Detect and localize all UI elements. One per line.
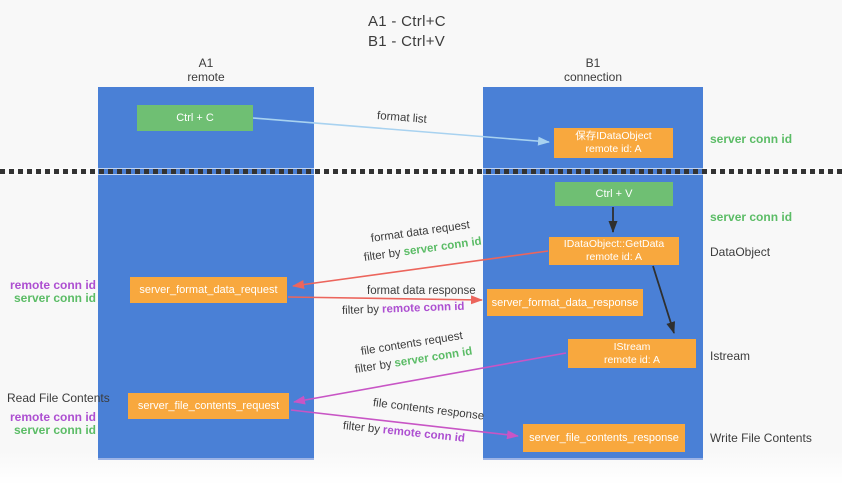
- filter-by-text: filter by: [363, 246, 402, 264]
- node-idataobject-getdata: IDataObject::GetData remote id: A: [549, 237, 679, 265]
- filter-by-text: filter by: [354, 358, 393, 376]
- node-ctrl-v: Ctrl + V: [555, 182, 673, 206]
- node-getdata-title: IDataObject::GetData: [563, 238, 665, 250]
- node-istream: IStream remote id: A: [568, 339, 696, 368]
- node-server-file-contents-request: server_file_contents_request: [128, 393, 289, 419]
- node-save-idataobject-title: 保存IDataObject: [575, 130, 652, 142]
- remote-conn-id-text: remote conn id: [381, 300, 465, 316]
- node-server-file-contents-response-label: server_file_contents_response: [529, 432, 679, 444]
- label-file-contents-response: file contents response: [372, 397, 485, 423]
- node-server-format-data-response: server_format_data_response: [487, 289, 643, 316]
- node-getdata-subtitle: remote id: A: [585, 251, 643, 263]
- node-server-format-data-request-label: server_format_data_request: [139, 284, 278, 296]
- label-format-data-response: format data response: [367, 285, 476, 297]
- node-save-idataobject-subtitle: remote id: A: [585, 143, 642, 155]
- title-line-a1: A1 - Ctrl+C: [368, 13, 446, 30]
- label-format-list: format list: [376, 110, 428, 126]
- server-conn-id-text: server conn id: [402, 235, 483, 259]
- diagram-title: A1 - Ctrl+C B1 - Ctrl+V: [368, 12, 446, 52]
- node-save-idataobject: 保存IDataObject remote id: A: [554, 128, 673, 158]
- annotation-server-conn-id-mid: server conn id: [710, 210, 793, 224]
- lifeline-b1-role: connection: [563, 70, 623, 84]
- node-ctrl-v-label: Ctrl + V: [595, 188, 633, 200]
- node-istream-subtitle: remote id: A: [603, 353, 661, 366]
- node-server-format-data-request: server_format_data_request: [130, 277, 287, 303]
- node-server-file-contents-request-label: server_file_contents_request: [137, 400, 280, 412]
- annotation-dataobject: DataObject: [710, 245, 771, 259]
- remote-conn-id-text: remote conn id: [382, 424, 466, 445]
- arrow-format-data-response: [287, 295, 483, 305]
- lifeline-a1-role: remote: [187, 70, 225, 84]
- node-istream-title: IStream: [613, 340, 651, 353]
- filter-by-text: filter by: [342, 420, 381, 436]
- annotation-conn-id-pair-1: remote conn id server conn id: [0, 279, 96, 305]
- annotation-remote-conn-id-1: remote conn id: [9, 278, 96, 292]
- annotation-remote-conn-id-2: remote conn id: [9, 410, 96, 424]
- lifeline-b1-name: B1: [585, 56, 601, 70]
- phase-separator-dotted-line: [0, 169, 842, 174]
- filter-by-text: filter by: [341, 303, 380, 317]
- title-line-b1: B1 - Ctrl+V: [368, 33, 446, 50]
- node-ctrl-c-label: Ctrl + C: [176, 112, 214, 124]
- annotation-server-conn-id-1: server conn id: [13, 291, 96, 305]
- lifeline-a1-name: A1: [198, 56, 214, 70]
- annotation-write-file-contents: Write File Contents: [710, 431, 812, 445]
- annotation-read-file-contents: Read File Contents: [7, 391, 110, 405]
- annotation-server-conn-id-2: server conn id: [13, 423, 96, 437]
- node-server-format-data-response-label: server_format_data_response: [491, 296, 639, 309]
- node-ctrl-c: Ctrl + C: [137, 105, 253, 131]
- node-server-file-contents-response: server_file_contents_response: [523, 424, 685, 452]
- annotation-istream: Istream: [710, 349, 751, 363]
- annotation-conn-id-pair-2: remote conn id server conn id: [0, 411, 96, 437]
- annotation-server-conn-id-top: server conn id: [710, 132, 793, 146]
- lifeline-header-a1: A1 remote: [98, 56, 314, 84]
- lifeline-header-b1: B1 connection: [483, 56, 703, 84]
